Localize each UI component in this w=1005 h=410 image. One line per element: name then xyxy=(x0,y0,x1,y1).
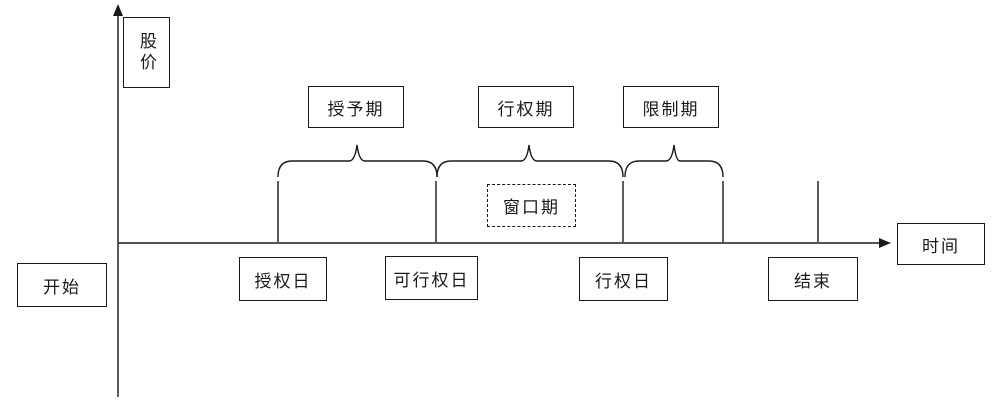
vesting-period-brace xyxy=(277,144,438,178)
price-axis-label-box: 股价 xyxy=(123,17,170,88)
grant-date-label: 授权日 xyxy=(254,271,312,291)
restriction-period-label-box: 限制期 xyxy=(623,86,719,128)
start-label-box: 开始 xyxy=(17,263,107,307)
window-period-label-box: 窗口期 xyxy=(487,184,576,227)
x-axis-arrow-icon xyxy=(879,238,891,248)
exercise-period-label: 行权期 xyxy=(497,99,555,119)
end-label-box: 结束 xyxy=(768,257,858,301)
exercisable-date-label: 可行权日 xyxy=(393,270,470,290)
vesting-period-label: 授予期 xyxy=(327,99,385,119)
exercisable-date-label-box: 可行权日 xyxy=(385,256,478,300)
exercise-period-label-box: 行权期 xyxy=(478,86,574,128)
start-label: 开始 xyxy=(43,277,81,297)
restriction-period-brace xyxy=(624,144,724,178)
price-axis-label: 股价 xyxy=(137,31,156,74)
end-label: 结束 xyxy=(794,271,832,291)
grant-date-label-box: 授权日 xyxy=(239,257,327,301)
exercise-date-label-box: 行权日 xyxy=(579,257,668,301)
time-axis-label: 时间 xyxy=(922,236,960,256)
y-axis-arrow-icon xyxy=(113,4,123,16)
exercise-date-label: 行权日 xyxy=(595,271,652,291)
vesting-period-label-box: 授予期 xyxy=(308,86,404,128)
time-axis-label-box: 时间 xyxy=(897,223,985,265)
restriction-period-label: 限制期 xyxy=(642,99,700,119)
window-period-label: 窗口期 xyxy=(503,198,560,217)
exercise-period-brace xyxy=(436,144,624,178)
